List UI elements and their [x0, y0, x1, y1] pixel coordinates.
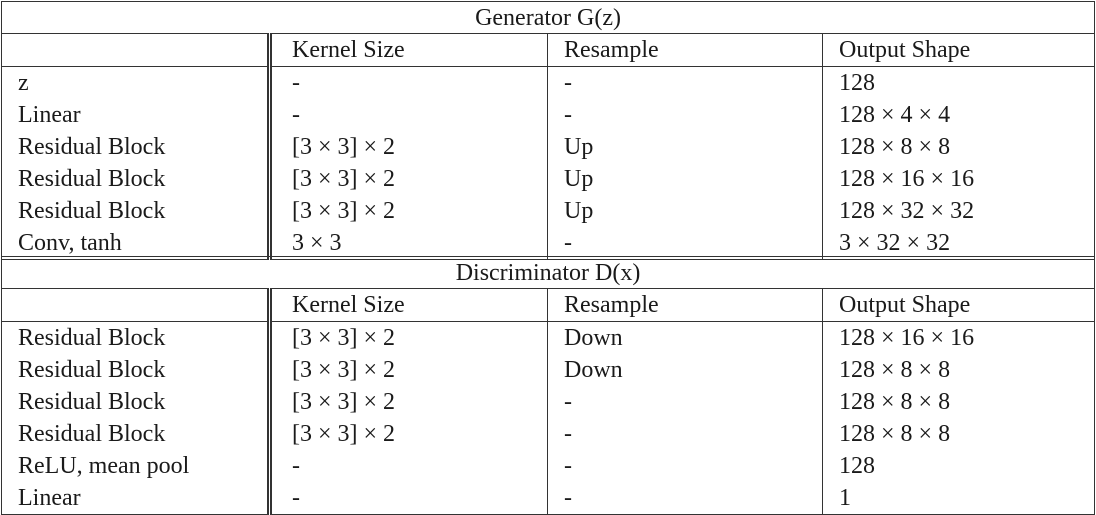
- output-cell: 128 × 8 × 8: [822, 418, 1095, 450]
- kernel-cell: -: [267, 482, 548, 515]
- discriminator-header-kernel: Kernel Size: [267, 288, 548, 322]
- table-row: Linear - - 1: [1, 482, 1095, 515]
- table-row: Residual Block [3 × 3] × 2 Down 128 × 8 …: [1, 354, 1095, 386]
- table-row: Residual Block [3 × 3] × 2 Up 128 × 8 × …: [1, 131, 1096, 163]
- layer-cell: ReLU, mean pool: [1, 450, 270, 482]
- resample-cell: Up: [547, 195, 823, 227]
- resample-cell: -: [547, 66, 823, 99]
- resample-cell: Up: [547, 163, 823, 195]
- kernel-cell: [3 × 3] × 2: [267, 418, 548, 450]
- kernel-cell: -: [267, 450, 548, 482]
- resample-cell: -: [547, 227, 823, 260]
- output-cell: 128 × 8 × 8: [822, 386, 1095, 418]
- layer-cell: Residual Block: [1, 418, 270, 450]
- kernel-cell: [3 × 3] × 2: [267, 386, 548, 418]
- output-cell: 1: [822, 482, 1095, 515]
- table-row: Residual Block [3 × 3] × 2 Up 128 × 16 ×…: [1, 163, 1096, 195]
- discriminator-table: Discriminator D(x) Kernel Size Resample …: [1, 256, 1095, 515]
- resample-cell: Up: [547, 131, 823, 163]
- kernel-cell: -: [267, 66, 548, 99]
- output-cell: 3 × 32 × 32: [821, 227, 1096, 260]
- table-row: Linear - - 128 × 4 × 4: [1, 99, 1096, 131]
- output-cell: 128: [822, 450, 1095, 482]
- resample-cell: Down: [547, 354, 823, 386]
- table-row: Residual Block [3 × 3] × 2 Up 128 × 32 ×…: [1, 195, 1096, 227]
- generator-header-layer: [1, 33, 270, 67]
- layer-cell: Residual Block: [1, 386, 270, 418]
- output-cell: 128 × 32 × 32: [821, 195, 1096, 227]
- kernel-cell: [3 × 3] × 2: [267, 163, 548, 195]
- table-row: ReLU, mean pool - - 128: [1, 450, 1095, 482]
- layer-cell: z: [1, 66, 270, 99]
- generator-header-row: Kernel Size Resample Output Shape: [1, 33, 1096, 67]
- layer-cell: Residual Block: [1, 321, 270, 354]
- resample-cell: -: [547, 386, 823, 418]
- kernel-cell: -: [267, 99, 548, 131]
- generator-title: Generator G(z): [0, 1, 1096, 34]
- kernel-cell: 3 × 3: [267, 227, 548, 260]
- discriminator-title-row: Discriminator D(x): [1, 256, 1095, 289]
- discriminator-header-output: Output Shape: [822, 288, 1095, 322]
- layer-cell: Linear: [1, 99, 270, 131]
- table-row: Residual Block [3 × 3] × 2 - 128 × 8 × 8: [1, 386, 1095, 418]
- table-row: Residual Block [3 × 3] × 2 - 128 × 8 × 8: [1, 418, 1095, 450]
- discriminator-title: Discriminator D(x): [1, 256, 1095, 289]
- discriminator-header-layer: [1, 288, 270, 322]
- discriminator-header-resample: Resample: [547, 288, 823, 322]
- table-row: Residual Block [3 × 3] × 2 Down 128 × 16…: [1, 321, 1095, 354]
- generator-table: Generator G(z) Kernel Size Resample Outp…: [0, 1, 1096, 260]
- output-cell: 128 × 16 × 16: [821, 163, 1096, 195]
- generator-title-row: Generator G(z): [0, 1, 1096, 34]
- resample-cell: Down: [547, 321, 823, 354]
- resample-cell: -: [547, 450, 823, 482]
- layer-cell: Residual Block: [1, 354, 270, 386]
- layer-cell: Residual Block: [1, 195, 270, 227]
- generator-header-kernel: Kernel Size: [267, 33, 548, 67]
- discriminator-header-row: Kernel Size Resample Output Shape: [1, 288, 1095, 322]
- table-row: z - - 128: [1, 66, 1096, 99]
- kernel-cell: [3 × 3] × 2: [267, 321, 548, 354]
- kernel-cell: [3 × 3] × 2: [267, 354, 548, 386]
- resample-cell: -: [547, 482, 823, 515]
- layer-cell: Linear: [1, 482, 270, 515]
- layer-cell: Conv, tanh: [1, 227, 270, 260]
- kernel-cell: [3 × 3] × 2: [267, 131, 548, 163]
- generator-header-resample: Resample: [547, 33, 823, 67]
- resample-cell: -: [547, 99, 823, 131]
- kernel-cell: [3 × 3] × 2: [267, 195, 548, 227]
- table-row: Conv, tanh 3 × 3 - 3 × 32 × 32: [1, 227, 1096, 260]
- layer-cell: Residual Block: [1, 131, 270, 163]
- output-cell: 128 × 4 × 4: [821, 99, 1096, 131]
- layer-cell: Residual Block: [1, 163, 270, 195]
- output-cell: 128: [821, 66, 1096, 99]
- output-cell: 128 × 8 × 8: [821, 131, 1096, 163]
- resample-cell: -: [547, 418, 823, 450]
- output-cell: 128 × 16 × 16: [822, 321, 1095, 354]
- output-cell: 128 × 8 × 8: [822, 354, 1095, 386]
- generator-header-output: Output Shape: [821, 33, 1096, 67]
